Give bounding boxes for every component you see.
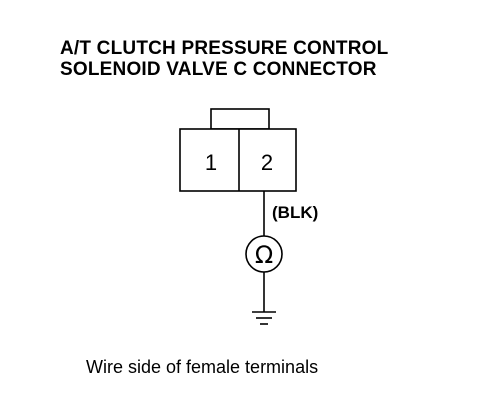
pin-2-label: 2	[261, 150, 273, 175]
ohm-symbol: Ω	[255, 241, 273, 269]
diagram-caption: Wire side of female terminals	[86, 357, 319, 377]
pin-1-label: 1	[205, 150, 217, 175]
wire-color-label: (BLK)	[272, 203, 318, 222]
title-line-2: SOLENOID VALVE C CONNECTOR	[60, 59, 377, 80]
ohmmeter-icon: Ω	[245, 235, 283, 273]
ground-symbol-icon	[252, 311, 276, 325]
connector-body	[179, 128, 297, 192]
connector-lock-tab	[210, 108, 270, 130]
diagram-title: A/T CLUTCH PRESSURE CONTROL SOLENOID VAL…	[60, 38, 460, 80]
title-line-1: A/T CLUTCH PRESSURE CONTROL	[60, 38, 389, 59]
